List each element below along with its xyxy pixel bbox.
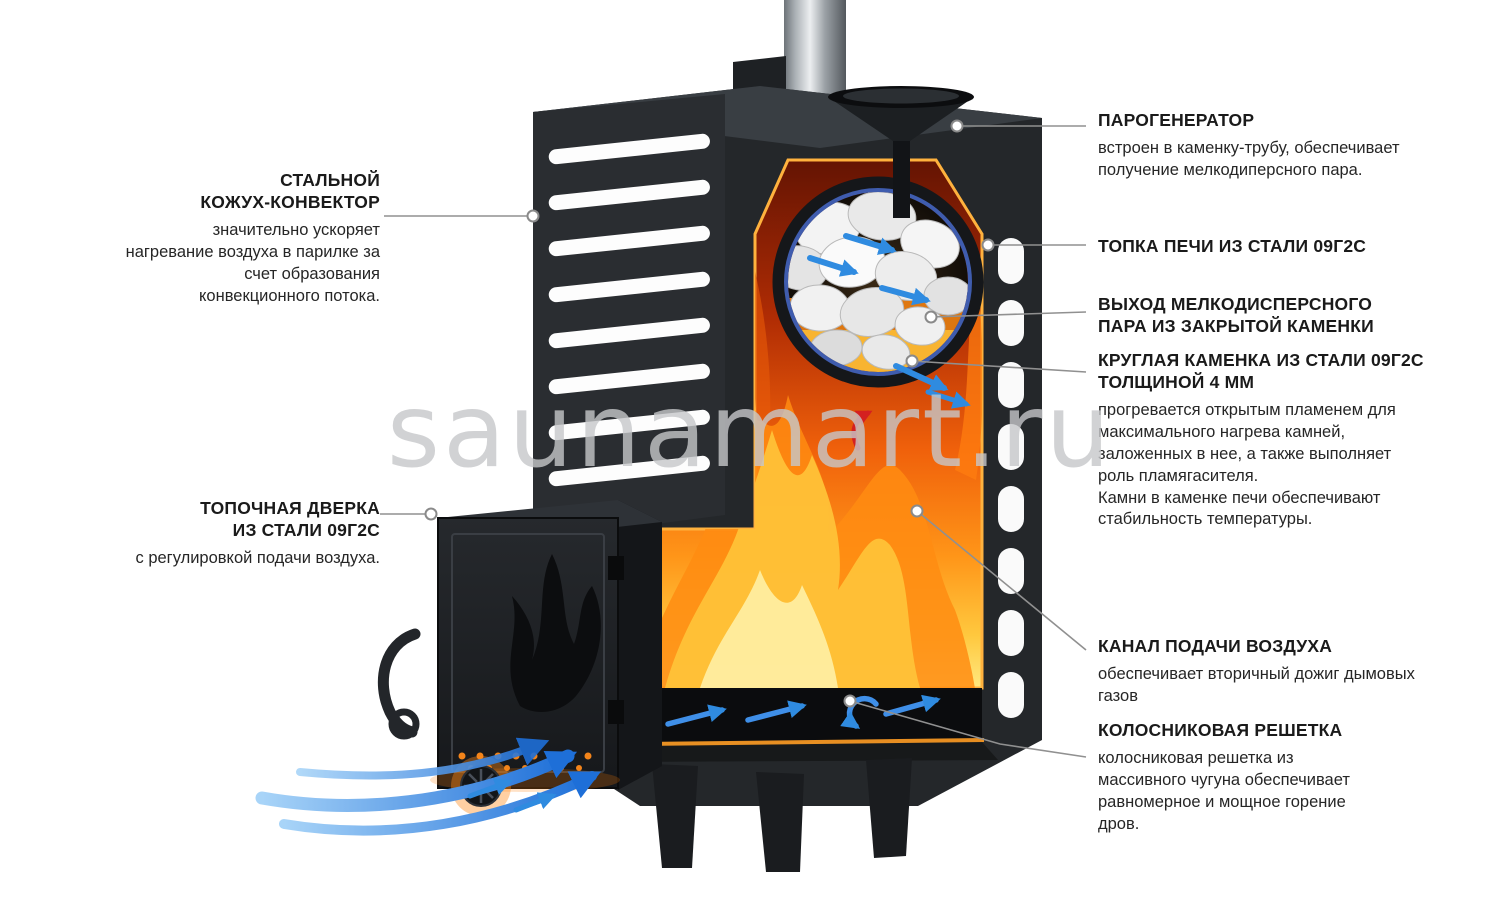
callout-desc: обеспечивает вторичный дожиг дымовых газ… bbox=[1098, 664, 1415, 705]
callout-air-supply-channel: КАНАЛ ПОДАЧИ ВОЗДУХА обеспечивает вторич… bbox=[1098, 636, 1498, 708]
grate-channel bbox=[622, 688, 998, 762]
stone-chamber bbox=[772, 176, 984, 409]
callout-furnace-door: ТОПОЧНАЯ ДВЕРКА ИЗ СТАЛИ 09Г2С с регулир… bbox=[28, 498, 380, 570]
callout-title: ВЫХОД МЕЛКОДИСПЕРСНОГО ПАРА ИЗ ЗАКРЫТОЙ … bbox=[1098, 294, 1374, 336]
door-flame-emblem bbox=[510, 554, 601, 712]
callout-title: СТАЛЬНОЙ КОЖУХ-КОНВЕКТОР bbox=[200, 170, 380, 212]
callout-title: КАНАЛ ПОДАЧИ ВОЗДУХА bbox=[1098, 636, 1333, 656]
callout-title: КРУГЛАЯ КАМЕНКА ИЗ СТАЛИ 09Г2С ТОЛЩИНОЙ … bbox=[1098, 350, 1424, 392]
door-hinge-top bbox=[608, 556, 624, 580]
door-handle bbox=[377, 628, 421, 740]
callout-steam-generator: ПАРОГЕНЕРАТОР встроен в каменку-трубу, о… bbox=[1098, 110, 1498, 182]
callout-connectors bbox=[380, 119, 1087, 758]
furnace-door bbox=[377, 500, 662, 816]
callout-desc: с регулировкой подачи воздуха. bbox=[135, 548, 380, 567]
steam-exit-arrows bbox=[893, 363, 971, 409]
steam-flow-arrows bbox=[807, 233, 931, 306]
recirculation-arrow bbox=[851, 410, 873, 451]
steam-funnel bbox=[828, 86, 974, 218]
callout-title: ТОПОЧНАЯ ДВЕРКА ИЗ СТАЛИ 09Г2С bbox=[200, 498, 380, 540]
stove-legs bbox=[652, 758, 912, 872]
convector-slots-right bbox=[998, 238, 1024, 718]
sauna-stones bbox=[788, 192, 968, 370]
callout-grate: КОЛОСНИКОВАЯ РЕШЕТКА колосниковая решетк… bbox=[1098, 720, 1498, 836]
callout-desc: прогревается открытым пламенем для макси… bbox=[1098, 400, 1396, 529]
callout-desc: значительно ускоряет нагревание воздуха … bbox=[125, 220, 380, 305]
callout-title: ПАРОГЕНЕРАТОР bbox=[1098, 110, 1255, 130]
callout-round-stone-chamber: КРУГЛАЯ КАМЕНКА ИЗ СТАЛИ 09Г2С ТОЛЩИНОЙ … bbox=[1098, 350, 1498, 531]
callout-title: КОЛОСНИКОВАЯ РЕШЕТКА bbox=[1098, 720, 1343, 740]
callout-firebox-steel: ТОПКА ПЕЧИ ИЗ СТАЛИ 09Г2С bbox=[1098, 236, 1498, 258]
grate-glow bbox=[639, 738, 985, 746]
callout-steel-convector: СТАЛЬНОЙ КОЖУХ-КОНВЕКТОР значительно уск… bbox=[30, 170, 380, 308]
door-hinge-bottom bbox=[608, 700, 624, 724]
convector-slots-left bbox=[548, 133, 710, 487]
stone-chamber-ring bbox=[784, 188, 972, 376]
callout-anchor-dots bbox=[424, 119, 995, 708]
channel-air-arrows bbox=[665, 694, 941, 729]
callout-desc: колосниковая решетка из массивного чугун… bbox=[1098, 748, 1350, 833]
callout-title: ТОПКА ПЕЧИ ИЗ СТАЛИ 09Г2С bbox=[1098, 236, 1367, 256]
air-flow-arrows bbox=[255, 737, 601, 836]
callout-desc: встроен в каменку-трубу, обеспечивает по… bbox=[1098, 138, 1400, 179]
callout-steam-outlet: ВЫХОД МЕЛКОДИСПЕРСНОГО ПАРА ИЗ ЗАКРЫТОЙ … bbox=[1098, 294, 1498, 338]
